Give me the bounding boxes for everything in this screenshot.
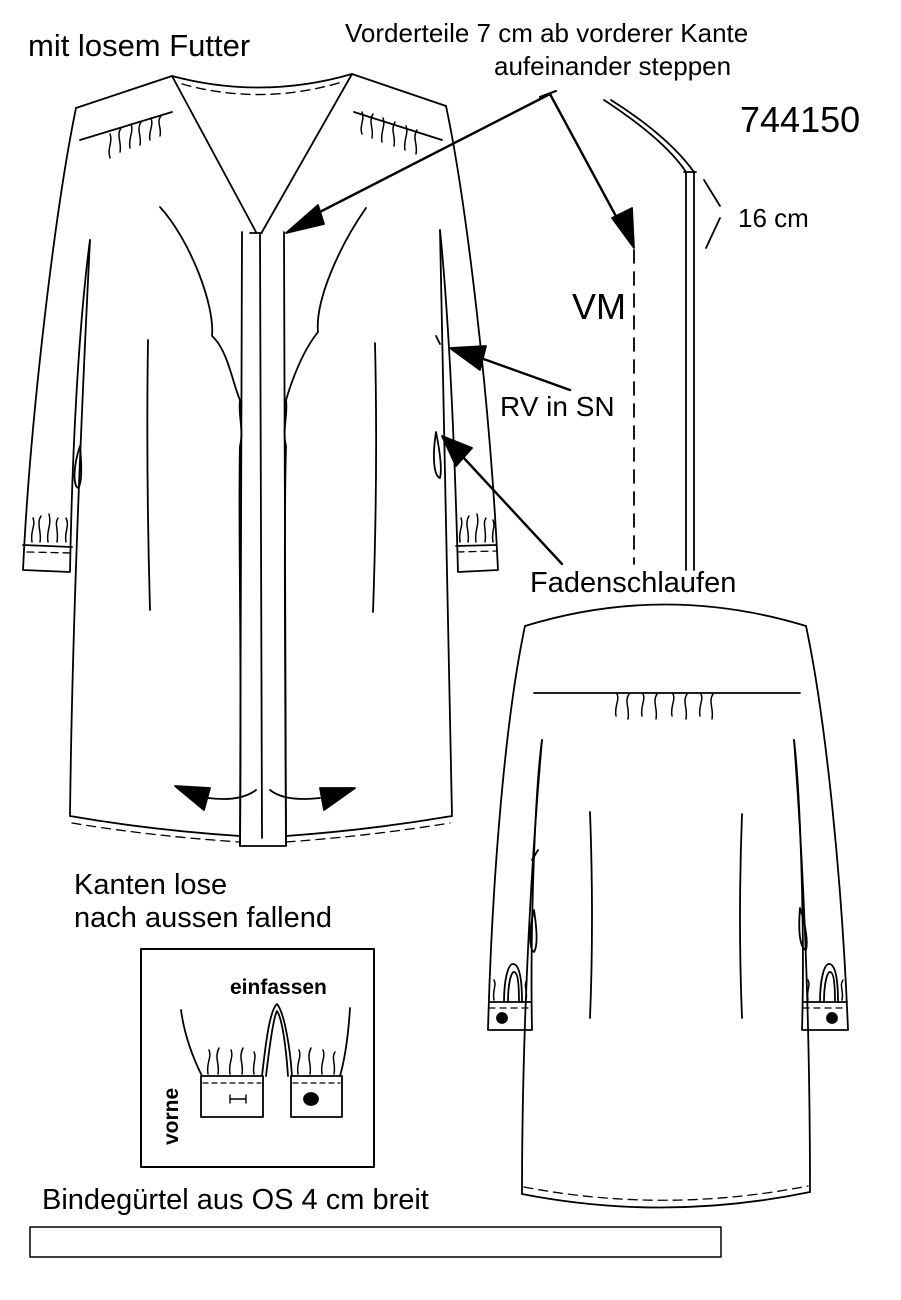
back-hem-stitch bbox=[524, 1186, 808, 1200]
back-right-cuff-gathers bbox=[808, 980, 843, 1000]
measure-label: 16 cm bbox=[738, 203, 809, 233]
back-left-cuff-button bbox=[497, 1013, 507, 1023]
front-left-cuff-stitch bbox=[27, 552, 72, 553]
belt-label: Bindegürtel aus OS 4 cm breit bbox=[42, 1184, 429, 1216]
right-fold-arrowhead bbox=[320, 788, 355, 810]
front-left-sleeve bbox=[23, 108, 90, 572]
front-view bbox=[23, 74, 498, 846]
edges-note-line2: nach aussen fallend bbox=[74, 902, 332, 934]
binding-label: einfassen bbox=[230, 976, 327, 999]
edge-detail-inner bbox=[611, 100, 694, 570]
front-right-dart bbox=[373, 343, 376, 612]
front-left-hem bbox=[70, 816, 240, 836]
belt-strip bbox=[30, 1227, 721, 1257]
back-left-placket-loop bbox=[504, 964, 522, 1002]
cuff-detail-left-gathers bbox=[208, 1048, 255, 1074]
back-left-thread-loop bbox=[530, 910, 536, 952]
measure-tick-bottom bbox=[706, 218, 720, 248]
cuff-detail-frame bbox=[141, 949, 374, 1167]
front-right-yoke bbox=[354, 112, 442, 140]
front-back-neckline bbox=[172, 74, 352, 88]
rv-leader bbox=[478, 357, 570, 390]
front-right-cuff bbox=[456, 545, 496, 546]
front-right-yoke-gathers bbox=[361, 112, 417, 154]
stitch-leader-left bbox=[312, 94, 550, 216]
model-number: 744150 bbox=[740, 99, 861, 140]
front-edge-detail bbox=[604, 100, 720, 570]
front-right-side bbox=[440, 230, 452, 816]
thread-arrowhead bbox=[442, 436, 472, 466]
cuff-detail-button bbox=[304, 1093, 318, 1105]
front-rv-mark bbox=[436, 336, 440, 344]
front-left-hem-stitch bbox=[72, 823, 240, 842]
back-right-dart bbox=[740, 814, 742, 1018]
cuff-detail bbox=[141, 949, 374, 1167]
back-right-sleeve bbox=[794, 626, 848, 1030]
front-left-yoke bbox=[80, 112, 172, 140]
thread-leader bbox=[462, 456, 562, 564]
front-stitch-note-line1: Vorderteile 7 cm ab vorderer Kante bbox=[345, 18, 749, 48]
back-left-dart bbox=[590, 812, 592, 1018]
back-hem bbox=[522, 1192, 810, 1208]
edges-note-line1: Kanten lose bbox=[74, 869, 228, 901]
front-left-dart bbox=[147, 340, 150, 610]
front-right-sleeve bbox=[440, 106, 498, 572]
front-right-cuff-gathers bbox=[460, 514, 494, 542]
front-left-shoulder bbox=[76, 76, 172, 108]
cuff-detail-right-cuff bbox=[291, 1076, 342, 1117]
cuff-detail-buttonhole bbox=[230, 1095, 246, 1103]
stitch-leader-right bbox=[550, 94, 618, 220]
stitch-arrowhead-left bbox=[286, 205, 324, 233]
back-left-cuff-gathers bbox=[494, 980, 527, 1000]
front-stitch-note-line2: aufeinander steppen bbox=[494, 51, 732, 81]
front-left-lapel bbox=[160, 207, 241, 846]
left-fold-arrowhead bbox=[175, 786, 210, 810]
stitch-arrowhead-right bbox=[612, 208, 634, 248]
rv-arrowhead bbox=[450, 346, 486, 370]
back-right-cuff-button bbox=[827, 1013, 837, 1023]
cuff-detail-right-gathers bbox=[298, 1048, 335, 1074]
front-right-v-neck bbox=[262, 74, 352, 232]
front-right-cuff-stitch bbox=[457, 551, 497, 552]
front-left-cuff bbox=[23, 545, 72, 547]
center-front-label: VM bbox=[572, 286, 626, 327]
back-left-sleeve bbox=[488, 626, 542, 1030]
front-right-hem bbox=[286, 816, 452, 836]
thread-loops-label: Fadenschlaufen bbox=[530, 567, 737, 599]
front-left-thread-loop bbox=[75, 446, 82, 488]
back-yoke-gathers bbox=[616, 694, 713, 719]
left-fold-arrow-line bbox=[208, 790, 256, 799]
back-neckline bbox=[525, 605, 806, 627]
right-fold-arrow-line bbox=[270, 790, 320, 799]
front-side-label: vorne bbox=[160, 1087, 183, 1145]
back-right-placket-loop bbox=[820, 964, 838, 1002]
cuff-detail-right-sleeve bbox=[340, 1008, 350, 1076]
front-right-thread-loop bbox=[434, 432, 441, 478]
edge-detail-outer bbox=[604, 100, 686, 570]
front-left-cuff-gathers bbox=[32, 514, 68, 542]
back-right-side bbox=[794, 740, 810, 1192]
lining-title: mit losem Futter bbox=[28, 28, 251, 63]
front-right-shoulder bbox=[352, 74, 446, 106]
cuff-detail-left-cuff bbox=[201, 1076, 263, 1117]
front-button-panel bbox=[240, 232, 286, 846]
back-rv-mark bbox=[532, 850, 538, 860]
front-neckline-stitch bbox=[182, 82, 342, 95]
leader-arrows bbox=[286, 91, 634, 564]
measure-tick-top bbox=[704, 180, 720, 206]
back-view bbox=[488, 605, 848, 1208]
front-right-lapel bbox=[285, 208, 366, 846]
front-left-v-neck bbox=[172, 76, 256, 232]
front-left-side bbox=[70, 240, 90, 816]
front-left-yoke-gathers bbox=[109, 116, 161, 158]
front-center-line bbox=[260, 234, 262, 838]
back-seam-label: RV in SN bbox=[500, 391, 615, 422]
front-right-hem-stitch bbox=[286, 823, 450, 842]
cuff-detail-binding bbox=[262, 1004, 292, 1076]
cuff-detail-left-sleeve bbox=[181, 1010, 202, 1076]
back-left-side bbox=[522, 740, 542, 1194]
back-right-thread-loop bbox=[799, 908, 807, 950]
